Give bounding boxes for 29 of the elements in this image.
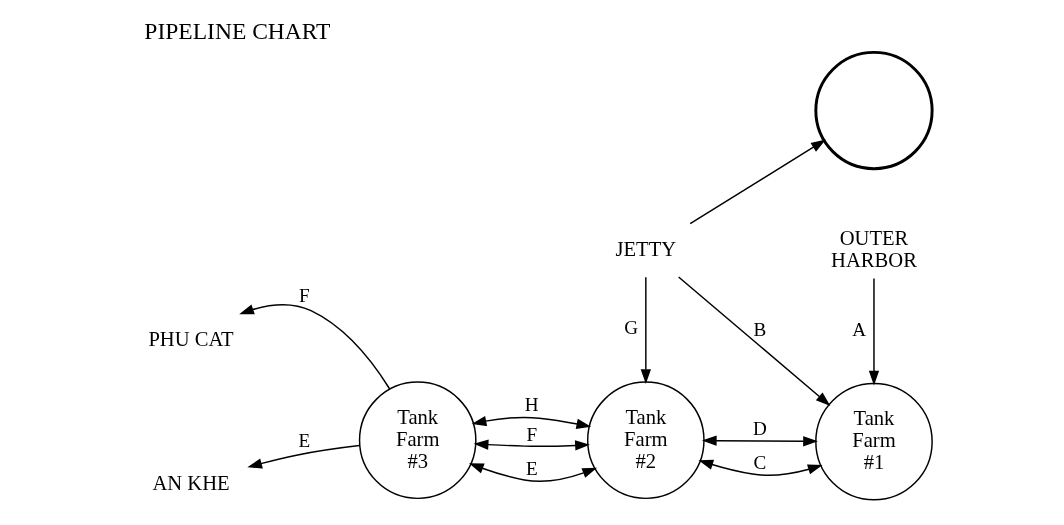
edge-label: B	[753, 319, 766, 341]
edge-label: A	[851, 318, 866, 340]
arrow	[471, 415, 591, 429]
arrow	[468, 463, 597, 483]
arrow	[246, 444, 360, 469]
node-text: PHU CAT	[147, 327, 234, 350]
edge-label: F	[525, 423, 537, 445]
edge-label: F	[298, 285, 310, 307]
edge-label: D	[752, 417, 767, 439]
arrow	[868, 277, 879, 386]
edge-label: E	[298, 429, 310, 451]
node-text: AN KHE	[151, 471, 230, 494]
edge-label: H	[524, 394, 539, 416]
arrow	[701, 435, 818, 447]
arrow	[697, 459, 823, 476]
node-circle	[813, 50, 934, 171]
arrow	[238, 304, 390, 390]
node-circle: Tank Farm #3	[358, 381, 477, 500]
edge-label: C	[753, 451, 766, 473]
arrow	[473, 439, 590, 451]
arrow	[640, 276, 651, 384]
node-text: OUTER HARBOR	[830, 226, 917, 271]
arrow	[677, 276, 830, 406]
arrow	[688, 139, 826, 225]
node-circle: Tank Farm #2	[586, 381, 705, 500]
node-text: JETTY	[615, 237, 676, 260]
diagram-title: PIPELINE CHART	[143, 17, 330, 44]
edge-label: G	[623, 317, 638, 339]
edge-label: E	[525, 457, 538, 479]
